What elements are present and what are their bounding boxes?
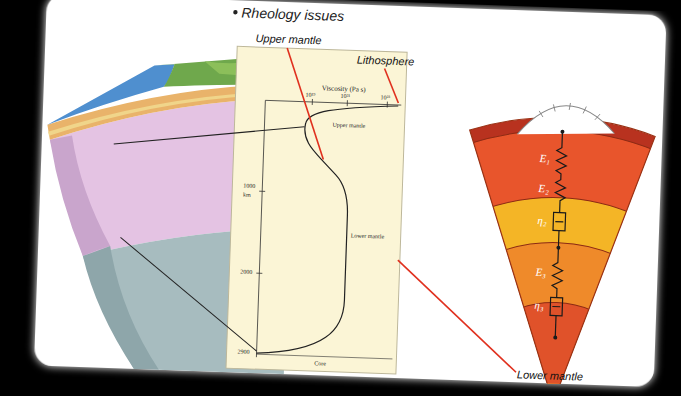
dashpot-label: η₃ xyxy=(534,299,544,312)
callout-label: Upper mantle xyxy=(255,32,321,47)
callout-label: Lithosphere xyxy=(357,54,415,69)
tick-label: 2900 xyxy=(237,349,249,356)
spring-label: E₂ xyxy=(538,182,549,195)
region-label: Core xyxy=(314,360,326,367)
tick-label: 10²³ xyxy=(380,94,390,101)
region-label: Upper mantle xyxy=(332,122,365,130)
dashpot-label: η₂ xyxy=(537,214,547,227)
axis-unit: km xyxy=(243,192,251,199)
layered-earth-model xyxy=(258,93,666,387)
tick-label: 1000 xyxy=(243,183,255,190)
bullet-dot xyxy=(233,10,238,15)
axis-title: Viscosity (Pa s) xyxy=(322,84,366,94)
callout-label: Lower mantle xyxy=(517,368,583,383)
region-label: Lower mantle xyxy=(351,232,385,240)
tick-label: 10²¹ xyxy=(340,93,350,100)
viscosity-graph xyxy=(226,46,407,374)
tick-label: 2000 xyxy=(240,269,252,276)
leader-lines xyxy=(106,42,527,372)
spring-label: E₁ xyxy=(539,152,550,165)
spring-label: E₃ xyxy=(535,266,546,279)
tick-label: 10¹⁹ xyxy=(305,92,315,99)
